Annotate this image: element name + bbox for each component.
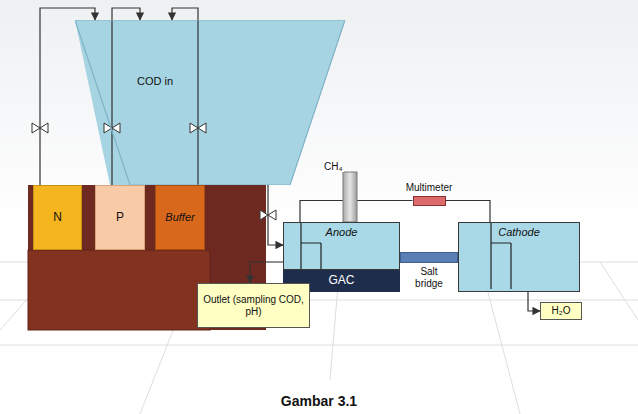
layer-label: GAC [328, 274, 354, 288]
figure-caption: Gambar 3.1 [278, 393, 360, 409]
box-label: N [53, 211, 62, 225]
salt-bridge: Salt bridge [400, 252, 458, 292]
flow-arrow [250, 262, 283, 283]
flow-arrow [172, 8, 198, 185]
valve-symbol [260, 210, 276, 220]
multimeter-box [413, 196, 446, 206]
nutrient-box: N [33, 185, 82, 250]
gas-tube [343, 172, 357, 222]
buffer-box: Buffer [155, 185, 205, 250]
multimeter: Multimeter [398, 182, 460, 208]
tank-fill [75, 20, 345, 185]
wire [446, 201, 491, 223]
anode-chamber: Anode [283, 222, 400, 270]
box-label: P [116, 211, 124, 225]
flow-arrow [528, 292, 540, 311]
water-outlet: H₂O [540, 302, 582, 320]
box-label: H₂O [552, 305, 571, 317]
sampling-outlet: Outlet (sampling COD, pH) [197, 283, 310, 328]
nutrient-box: P [95, 185, 145, 250]
part-label: Salt bridge [408, 266, 450, 289]
tank-shape [75, 20, 345, 185]
chamber-label: Cathode [498, 226, 540, 239]
tank-outline [75, 20, 345, 185]
box-label: Buffer [165, 211, 194, 224]
feed-tank: COD in [75, 20, 345, 185]
cathode-chamber: Cathode [458, 222, 580, 292]
salt-bridge-bar [400, 252, 458, 263]
flow-arrow [40, 8, 95, 185]
tank-label: COD in [137, 75, 173, 88]
device-label: Multimeter [405, 182, 454, 194]
gas-label: CH₄ [323, 161, 344, 172]
box-label: Outlet (sampling COD, pH) [202, 294, 305, 317]
stand-front [28, 250, 210, 330]
flow-arrow [112, 8, 140, 185]
caption-row: Gambar 3.1 [0, 392, 638, 410]
valve-symbol [32, 123, 48, 133]
valve-symbol [190, 123, 206, 133]
chamber-label: Anode [326, 226, 358, 239]
